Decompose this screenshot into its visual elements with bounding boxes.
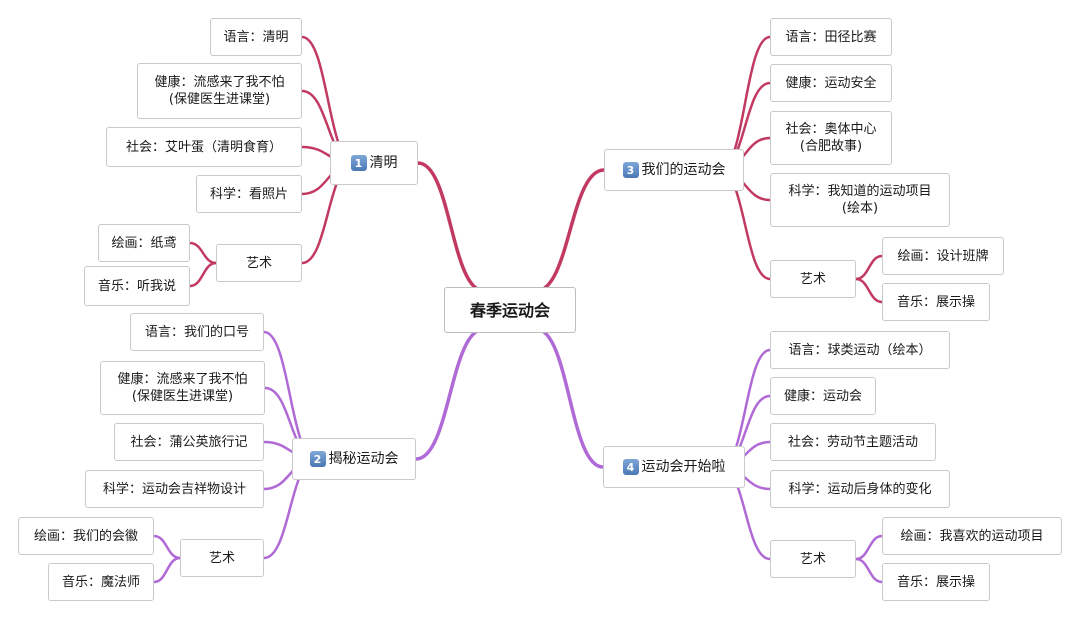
number-3-icon: 3 [622, 162, 639, 178]
number-2-icon: 2 [309, 451, 326, 467]
branch-2-society[interactable]: 社会：蒲公英旅行记 [114, 423, 264, 461]
b2-g1-link [152, 534, 182, 560]
number-1-icon: 1 [350, 155, 367, 171]
b3-root-link [534, 168, 606, 293]
branch-4-topic[interactable]: 4 运动会开始啦 [603, 446, 745, 488]
branch-3-art-music[interactable]: 音乐：展示操 [882, 283, 990, 321]
branch-1-topic[interactable]: 1 清明 [330, 141, 418, 185]
branch-1-art-painting[interactable]: 绘画：纸鸢 [98, 224, 190, 262]
branch-2-topic[interactable]: 2 揭秘运动会 [292, 438, 416, 480]
branch-1-label: 清明 [369, 154, 398, 171]
branch-1-society[interactable]: 社会：艾叶蛋（清明食育） [106, 127, 302, 167]
b1-root-link [416, 161, 486, 293]
branch-4-art-music[interactable]: 音乐：展示操 [882, 563, 990, 601]
branch-3-topic[interactable]: 3 我们的运动会 [604, 149, 744, 191]
branch-4-society[interactable]: 社会：劳动节主题活动 [770, 423, 936, 461]
branch-3-science[interactable]: 科学：我知道的运动项目 (绘本) [770, 173, 950, 227]
b4-g1-link [854, 534, 884, 561]
branch-4-art-painting[interactable]: 绘画：我喜欢的运动项目 [882, 517, 1062, 555]
branch-3-art-painting[interactable]: 绘画：设计班牌 [882, 237, 1004, 275]
b4-root-link [534, 327, 605, 469]
root-topic[interactable]: 春季运动会 [444, 287, 576, 333]
branch-1-science[interactable]: 科学：看照片 [196, 175, 302, 213]
b3-g2-link [854, 277, 884, 304]
branch-2-art-music[interactable]: 音乐：魔法师 [48, 563, 154, 601]
branch-3-language[interactable]: 语言：田径比赛 [770, 18, 892, 56]
b2-root-link [414, 327, 486, 461]
branch-2-art[interactable]: 艺术 [180, 539, 264, 577]
branch-2-art-painting[interactable]: 绘画：我们的会徽 [18, 517, 154, 555]
branch-2-label: 揭秘运动会 [328, 450, 399, 467]
branch-1-health[interactable]: 健康：流感来了我不怕 (保健医生进课堂) [137, 63, 302, 119]
branch-3-label: 我们的运动会 [641, 161, 726, 178]
branch-3-health[interactable]: 健康：运动安全 [770, 64, 892, 102]
branch-4-language[interactable]: 语言：球类运动（绘本） [770, 331, 950, 369]
b1-g1-link [188, 241, 218, 265]
branch-2-health[interactable]: 健康：流感来了我不怕 (保健医生进课堂) [100, 361, 265, 415]
branch-4-label: 运动会开始啦 [641, 458, 726, 475]
branch-2-science[interactable]: 科学：运动会吉祥物设计 [85, 470, 264, 508]
b3-g1-link [854, 254, 884, 281]
branch-4-health[interactable]: 健康：运动会 [770, 377, 876, 415]
b2-g2-link [152, 556, 182, 584]
branch-4-art[interactable]: 艺术 [770, 540, 856, 578]
branch-2-language[interactable]: 语言：我们的口号 [130, 313, 264, 351]
b4-g2-link [854, 557, 884, 584]
b1-g2-link [188, 261, 218, 288]
branch-3-art[interactable]: 艺术 [770, 260, 856, 298]
branch-3-society[interactable]: 社会：奥体中心 (合肥故事) [770, 111, 892, 165]
branch-1-art-music[interactable]: 音乐：听我说 [84, 266, 190, 306]
number-4-icon: 4 [622, 459, 639, 475]
branch-4-science[interactable]: 科学：运动后身体的变化 [770, 470, 950, 508]
branch-1-language[interactable]: 语言：清明 [210, 18, 302, 56]
branch-1-art[interactable]: 艺术 [216, 244, 302, 282]
